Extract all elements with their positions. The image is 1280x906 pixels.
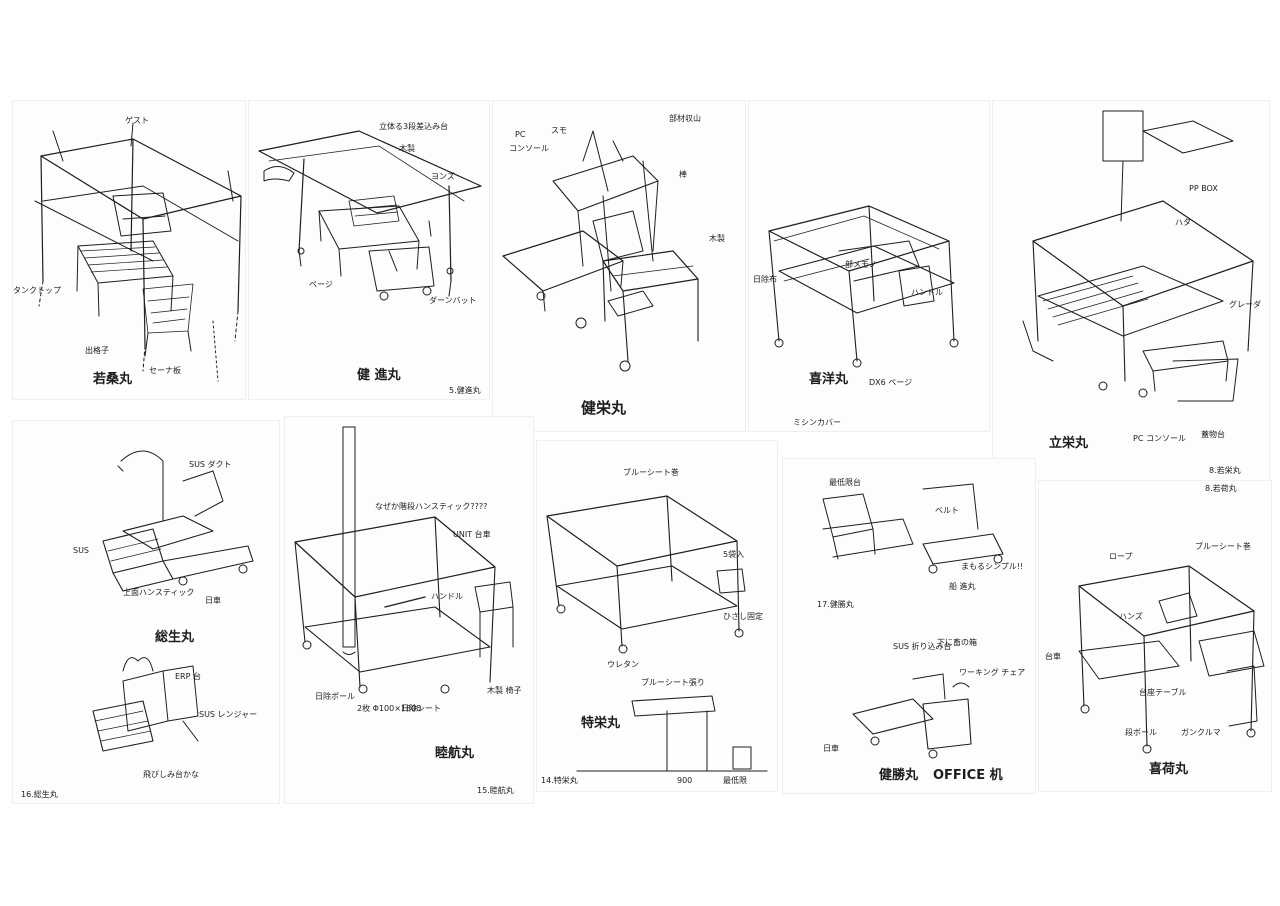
note-2: ロープ xyxy=(1109,552,1133,561)
note-top: 立体る3段差込み台 xyxy=(379,122,449,131)
note-3: ひさし固定 xyxy=(723,612,763,621)
note-1: PP BOX xyxy=(1189,184,1218,193)
note-6: ガンクルマ xyxy=(1181,728,1221,737)
note-top: ゲスト xyxy=(125,116,149,125)
note-1: ブルーシート巻 xyxy=(1195,542,1251,551)
note-4: 台座テーブル xyxy=(1139,688,1187,697)
sketch-title: 若桑丸 xyxy=(93,372,133,387)
note-5: 棒 xyxy=(679,170,687,179)
note-9: SUS 折り込み台 xyxy=(893,642,952,651)
sketch-page-1: ゲスト タンクトップ 出格子 セーナ板 若桑丸 xyxy=(12,100,246,400)
note-2: コンソール xyxy=(509,144,549,153)
note-5: 下に畜の箱 xyxy=(937,638,977,647)
note-5: ブルーシート張り xyxy=(641,678,705,687)
note-3: スモ xyxy=(551,126,567,135)
note-left: タンクトップ xyxy=(13,286,61,295)
sketch-page-3: PC コンソール スモ 部材収山 棒 木製 健栄丸 xyxy=(492,100,746,432)
page-number: 15.睦航丸 xyxy=(477,786,514,795)
note-8: 日車 xyxy=(823,744,839,753)
label-item-left: 出格子 xyxy=(85,346,109,355)
note-6: ワーキング チェア xyxy=(959,668,1026,677)
note-1: PC xyxy=(515,130,526,139)
cart-frame-sketch-3 xyxy=(502,130,699,372)
cart-frame-sketch-4 xyxy=(768,205,959,368)
note-3: ハンドル xyxy=(431,592,463,601)
note-2: ヨンズ xyxy=(431,172,455,181)
note-2: ハタ xyxy=(1175,218,1191,227)
note-7: 最低限 xyxy=(723,776,747,785)
label-office-desk: OFFICE 机 xyxy=(933,768,1003,783)
note-7: 段ボール xyxy=(1125,728,1157,737)
cart-frame-sketch-6 xyxy=(92,450,254,752)
cart-frame-sketch-7 xyxy=(294,426,514,694)
note-3: PC コンソール xyxy=(1133,434,1186,443)
sketch-title: 喜荷丸 xyxy=(1149,762,1189,777)
cart-frame-sketch-9 xyxy=(822,483,1004,759)
note-4: 船 進丸 xyxy=(949,582,976,591)
note-5: 木製 椅子 xyxy=(487,686,522,695)
note-3: DX6 ページ xyxy=(869,378,913,387)
note-right: セーナ板 xyxy=(149,366,181,375)
sketch-title: 総生丸 xyxy=(155,630,195,645)
note-3: 上面ハンスティック xyxy=(123,588,195,597)
sketch-page-7: なぜか階段ハンスティック???? UNIT 台車 ハンドル 日除ポール 2枚 Φ… xyxy=(284,416,534,804)
note-1: なぜか階段ハンスティック???? xyxy=(375,502,488,511)
note-5: 台車 xyxy=(1045,652,1061,661)
sketch-page-4: 部メモノ 日除布 ハンドル DX6 ページ 喜洋丸 ミシンカバー xyxy=(748,100,990,432)
sketch-page-2: 立体る3段差込み台 木製 ヨンズ ページ ダーンバット 健 進丸 5.健進丸 xyxy=(248,100,490,400)
note-7: ERP 台 xyxy=(175,672,201,681)
sketch-title: 睦航丸 xyxy=(435,746,475,761)
note-2: 部メモノ xyxy=(845,260,877,269)
note-1: 日除布 xyxy=(753,275,777,284)
sketch-title: 健勝丸 xyxy=(879,768,919,783)
page-number: 14.特栄丸 xyxy=(541,776,578,785)
note-6: 木製 xyxy=(709,234,725,243)
note-3: ページ xyxy=(309,280,333,289)
note-5: ハンドル xyxy=(911,288,943,297)
cart-frame-sketch-8 xyxy=(546,495,768,772)
note-4: 蓋物台 xyxy=(1201,430,1225,439)
note-4: ミシンカバー xyxy=(793,418,841,427)
page-number: 8.若荷丸 xyxy=(1205,484,1237,493)
note-6: 2枚 Φ100×1800 xyxy=(357,704,422,713)
note-6: 900 xyxy=(677,776,693,785)
page-number: 16.総生丸 xyxy=(21,790,58,799)
note-4: 部材収山 xyxy=(669,114,701,123)
note-4: 日車 xyxy=(205,596,221,605)
note-4: ウレタン xyxy=(607,660,639,669)
cart-frame-sketch-1 xyxy=(34,122,242,382)
note-2: ベルト xyxy=(935,506,959,515)
note-3: ハンズ xyxy=(1119,612,1143,621)
note-6: SUS レンジャー xyxy=(199,710,258,719)
note-7: 日除シート xyxy=(401,704,441,713)
sketch-title: 立栄丸 xyxy=(1049,436,1089,451)
note-1: SUS ダクト xyxy=(189,460,232,469)
sketch-title: 特栄丸 xyxy=(581,716,621,731)
note-4: ダーンバット xyxy=(429,296,477,305)
cart-frame-sketch-5 xyxy=(1022,110,1254,402)
sketch-title: 健 進丸 xyxy=(357,368,401,383)
sketch-page-9: 最低限台 ベルト まもるシンプル!! 船 進丸 17.健勝丸 SUS 折り込み台… xyxy=(782,458,1036,794)
sketch-page-10: 8.若荷丸 ブルーシート巻 ロープ ハンズ 台座テーブル 台車 ガンクルマ 段ボ… xyxy=(1038,480,1272,792)
sketch-title: 健栄丸 xyxy=(581,399,627,417)
sketch-page-8: ブルーシート巻 5袋入 ひさし固定 ウレタン ブルーシート張り 特栄丸 900 … xyxy=(536,440,778,792)
page-number: 17.健勝丸 xyxy=(817,600,854,609)
note-2: UNIT 台車 xyxy=(453,530,491,539)
note-5: 飛びしみ台かな xyxy=(143,770,199,779)
note-2: 5袋入 xyxy=(723,550,745,559)
sketch-title: 喜洋丸 xyxy=(809,372,849,387)
note-1: 最低限台 xyxy=(829,478,861,487)
note-3: まもるシンプル!! xyxy=(961,562,1024,571)
sketch-page-6: SUS ダクト SUS 上面ハンスティック 日車 総生丸 ERP 台 SUS レ… xyxy=(12,420,280,804)
note-2: SUS xyxy=(73,546,90,555)
note-1: ブルーシート巻 xyxy=(623,468,679,477)
cart-frame-sketch-2 xyxy=(258,130,482,301)
page-number: 5.健進丸 xyxy=(449,386,481,395)
page-number: 8.若栄丸 xyxy=(1209,466,1241,475)
note-1: 木製 xyxy=(399,144,415,153)
note-4: 日除ポール xyxy=(315,692,355,701)
cart-frame-sketch-10 xyxy=(1078,565,1265,754)
note-5: グレーダ xyxy=(1229,300,1261,309)
sketch-page-5: PP BOX ハタ グレーダ PC コンソール 蓋物台 立栄丸 8.若栄丸 xyxy=(992,100,1270,482)
